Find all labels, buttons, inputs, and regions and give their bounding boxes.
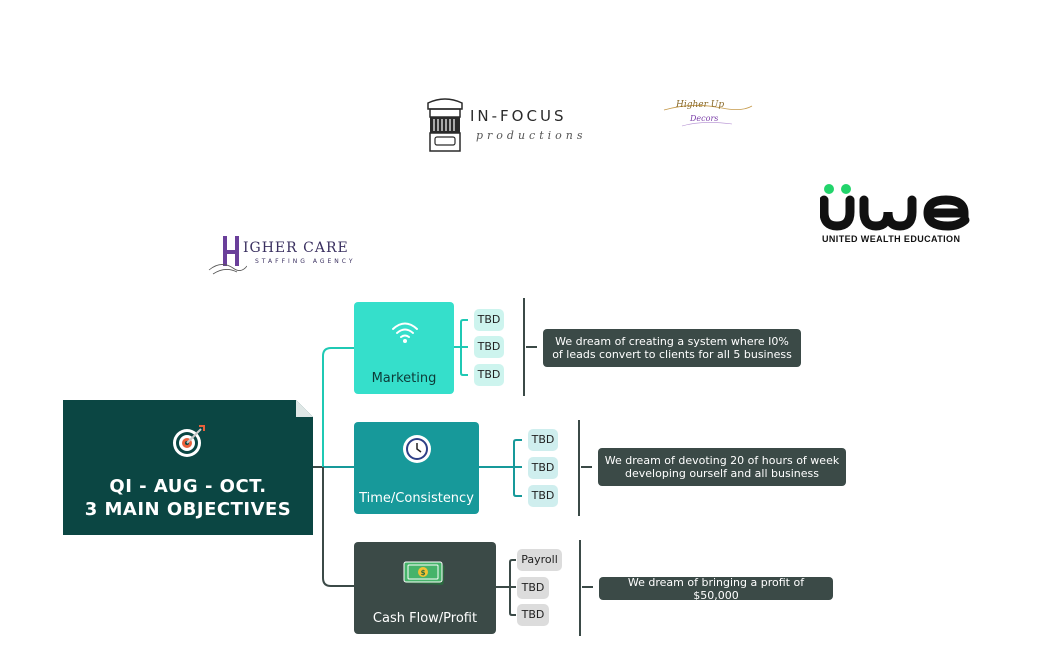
higherup-top: Higher Up: [676, 100, 725, 110]
page-fold-flap: [296, 400, 313, 417]
marketing-item-1: TBD: [474, 309, 504, 331]
highercare-subtitle: STAFFING AGENCY: [255, 258, 356, 265]
time-item-1: TBD: [528, 429, 558, 451]
category-label: Cash Flow/Profit: [372, 611, 478, 626]
main-title-line1: QI - AUG - OCT.: [109, 476, 267, 497]
highercare-title: IGHER CARE: [243, 240, 349, 256]
time-item-2: TBD: [528, 457, 558, 479]
cash-item-3: TBD: [517, 604, 549, 626]
infocus-title: IN-FOCUS: [470, 107, 567, 125]
marketing-item-2: TBD: [474, 336, 504, 358]
higherup-bottom: Decors: [690, 114, 719, 123]
cash-item-2: TBD: [517, 577, 549, 599]
uwe-caption: UNITED WEALTH EDUCATION: [822, 234, 961, 244]
infocus-subtitle: productions: [476, 129, 587, 142]
highercare-h-mark: [208, 236, 247, 275]
category-time-consistency[interactable]: Time/Consistency: [354, 422, 479, 514]
marketing-dream-note: We dream of creating a system where I0% …: [543, 329, 801, 367]
cash-item-1: Payroll: [517, 549, 562, 571]
camera-lens-icon: [427, 98, 463, 152]
category-label: Time/Consistency: [359, 491, 474, 506]
higherup-logo: Higher Up Decors: [662, 98, 754, 134]
infocus-logo: IN-FOCUS productions: [424, 97, 583, 157]
time-item-3: TBD: [528, 485, 558, 507]
higherup-swash: [663, 105, 753, 127]
main-objectives-block: [63, 400, 313, 535]
category-marketing[interactable]: Marketing: [354, 302, 454, 394]
uwe-mark: [820, 184, 970, 231]
category-label: Marketing: [371, 371, 437, 386]
uwe-logo: UNITED WEALTH EDUCATION: [820, 182, 980, 246]
cash-dream-note: We dream of bringing a profit of $50,000: [599, 576, 833, 602]
time-dream-note: We dream of devoting 20 of hours of week…: [598, 448, 846, 486]
svg-text:$: $: [421, 569, 426, 577]
highercare-logo: IGHER CARE STAFFING AGENCY: [207, 230, 377, 280]
category-cash-flow-profit[interactable]: $ Cash Flow/Profit: [354, 542, 496, 634]
wifi-icon: [392, 322, 418, 343]
clock-icon: [403, 435, 431, 463]
marketing-item-3: TBD: [474, 364, 504, 386]
main-title-line2: 3 MAIN OBJECTIVES: [84, 499, 292, 520]
cash-icon: $: [403, 561, 445, 585]
target-icon: [173, 425, 205, 457]
